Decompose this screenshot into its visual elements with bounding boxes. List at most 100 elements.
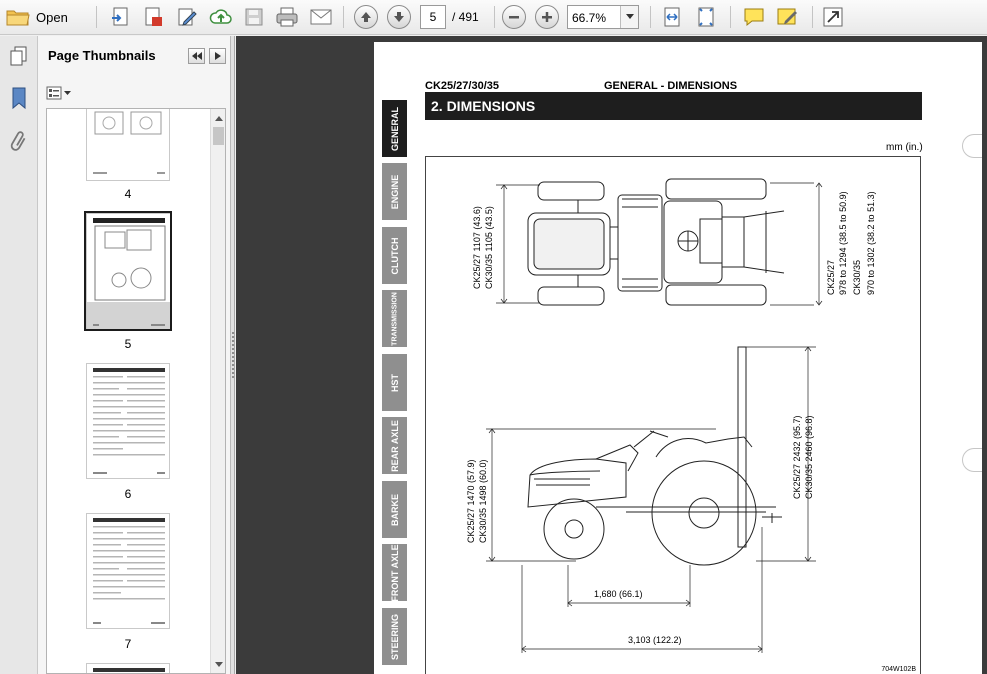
tab-label: BARKE	[389, 493, 400, 526]
dim-tread-1: CK25/27	[826, 259, 836, 295]
toolbar-separator	[812, 6, 813, 28]
dim-top-width-2: CK30/35 1105 (43.5)	[484, 206, 494, 289]
tab-rear-axle[interactable]: REAR AXLE	[382, 417, 407, 474]
double-left-arrow-icon	[191, 52, 202, 60]
attachments-button[interactable]	[7, 128, 31, 156]
chevron-down-icon[interactable]	[620, 6, 638, 28]
chevron-down-icon	[64, 90, 71, 95]
thumbnail-list[interactable]: 4 5	[46, 108, 226, 674]
toolbar-separator	[730, 6, 731, 28]
dim-height-1: CK25/27 1470 (57.9)	[466, 459, 476, 543]
collapse-panel-button[interactable]	[188, 48, 205, 64]
dim-rops-height-1: CK25/27 2432 (95.7)	[792, 415, 802, 499]
floppy-disk-icon	[245, 8, 263, 26]
open-button[interactable]: Open	[6, 4, 86, 30]
thumbnail-label: 6	[124, 487, 132, 501]
tab-label: FRONT AXLE	[389, 543, 400, 602]
tab-hst[interactable]: HST	[382, 354, 407, 411]
toolbar-separator	[494, 6, 495, 28]
arrow-up-icon	[361, 12, 371, 22]
document-view[interactable]: CK25/27/30/35 GENERAL - DIMENSIONS 2. DI…	[236, 36, 987, 674]
page-number-input[interactable]: 5	[420, 5, 446, 29]
minus-icon	[509, 16, 519, 19]
upload-button[interactable]	[207, 4, 235, 30]
dim-tread-2: 978 to 1294 (38.5 to 50.9)	[838, 191, 848, 295]
fit-width-button[interactable]	[659, 4, 685, 30]
tab-general[interactable]: GENERAL	[382, 100, 407, 157]
thumbnail-page-4[interactable]	[86, 109, 170, 181]
tab-label: REAR AXLE	[389, 419, 400, 472]
tab-steering[interactable]: STEERING	[382, 608, 407, 665]
splitter-grip	[232, 332, 234, 378]
section-title: 2. DIMENSIONS	[425, 92, 922, 120]
expand-panel-button[interactable]	[209, 48, 226, 64]
tab-label: HST	[389, 373, 400, 392]
save-button[interactable]	[241, 4, 267, 30]
tab-clutch[interactable]: CLUTCH	[382, 227, 407, 284]
panel-splitter[interactable]	[231, 36, 235, 674]
next-page-button[interactable]	[386, 4, 412, 30]
tab-front-axle[interactable]: FRONT AXLE	[382, 544, 407, 601]
pencil-doc-icon	[178, 8, 197, 26]
thumbnail-options-button[interactable]	[46, 84, 74, 102]
thumbnail-scrollbar[interactable]	[210, 109, 225, 673]
thumbnail-page-8[interactable]	[86, 663, 170, 673]
open-label: Open	[36, 9, 68, 25]
folder-icon	[6, 10, 30, 26]
navigation-strip	[0, 36, 38, 674]
tab-engine[interactable]: ENGINE	[382, 163, 407, 220]
thumbnail-page-6[interactable]	[86, 363, 170, 479]
plus-icon	[542, 12, 552, 22]
dim-overall-length: 3,103 (122.2)	[628, 635, 682, 645]
fit-page-button[interactable]	[693, 4, 719, 30]
tab-label: GENERAL	[389, 106, 400, 151]
arrow-down-icon	[394, 12, 404, 22]
document-export-icon	[112, 7, 128, 26]
zoom-select[interactable]: 66.7%	[567, 5, 639, 29]
dim-rops-height-2: CK30/35 2460 (96.8)	[804, 415, 814, 499]
bookmarks-button[interactable]	[7, 84, 31, 112]
print-button[interactable]	[273, 4, 301, 30]
highlight-button[interactable]	[774, 4, 802, 30]
main-toolbar: Open 5 / 491	[0, 0, 987, 35]
tab-label: TRANSMISSION	[391, 291, 398, 346]
thumbnail-label: 7	[124, 637, 132, 651]
fit-width-icon	[664, 7, 680, 27]
dimensions-figure: CK25/27 1107 (43.6) CK30/35 1105 (43.5) …	[425, 156, 921, 674]
comment-button[interactable]	[740, 4, 768, 30]
printer-icon	[276, 7, 298, 27]
toolbar-separator	[650, 6, 651, 28]
paperclip-icon	[10, 131, 26, 151]
bookmark-icon	[12, 87, 26, 110]
email-button[interactable]	[307, 4, 335, 30]
scroll-up-icon[interactable]	[211, 111, 225, 126]
previous-page-button[interactable]	[353, 4, 379, 30]
tab-transmission[interactable]: TRANSMISSION	[382, 290, 407, 347]
figure-code: 704W102B	[881, 666, 916, 673]
export-button[interactable]	[108, 4, 134, 30]
page-header-model: CK25/27/30/35	[425, 80, 499, 92]
thumbnail-page-7[interactable]	[86, 513, 170, 629]
thumbnail-page-5[interactable]	[84, 211, 172, 331]
create-pdf-button[interactable]	[140, 4, 166, 30]
binder-hole	[962, 448, 982, 472]
scroll-thumb[interactable]	[213, 127, 224, 145]
zoom-in-button[interactable]	[534, 4, 560, 30]
zoom-out-button[interactable]	[501, 4, 527, 30]
edit-button[interactable]	[174, 4, 200, 30]
pdf-create-icon	[145, 7, 162, 26]
thumbnail-label: 5	[124, 337, 132, 351]
thumbnail-preview	[93, 518, 165, 624]
tab-brake[interactable]: BARKE	[382, 481, 407, 538]
dim-wheelbase: 1,680 (66.1)	[594, 589, 643, 599]
envelope-icon	[310, 9, 332, 25]
panel-title: Page Thumbnails	[48, 48, 156, 63]
highlighter-icon	[777, 8, 797, 25]
scroll-down-icon[interactable]	[211, 657, 225, 672]
dim-tread-4: 970 to 1302 (38.2 to 51.3)	[866, 191, 876, 295]
full-screen-button[interactable]	[820, 4, 846, 30]
dim-height-2: CK30/35 1498 (60.0)	[478, 459, 488, 543]
toolbar-separator	[343, 6, 344, 28]
copy-pages-button[interactable]	[7, 42, 31, 70]
